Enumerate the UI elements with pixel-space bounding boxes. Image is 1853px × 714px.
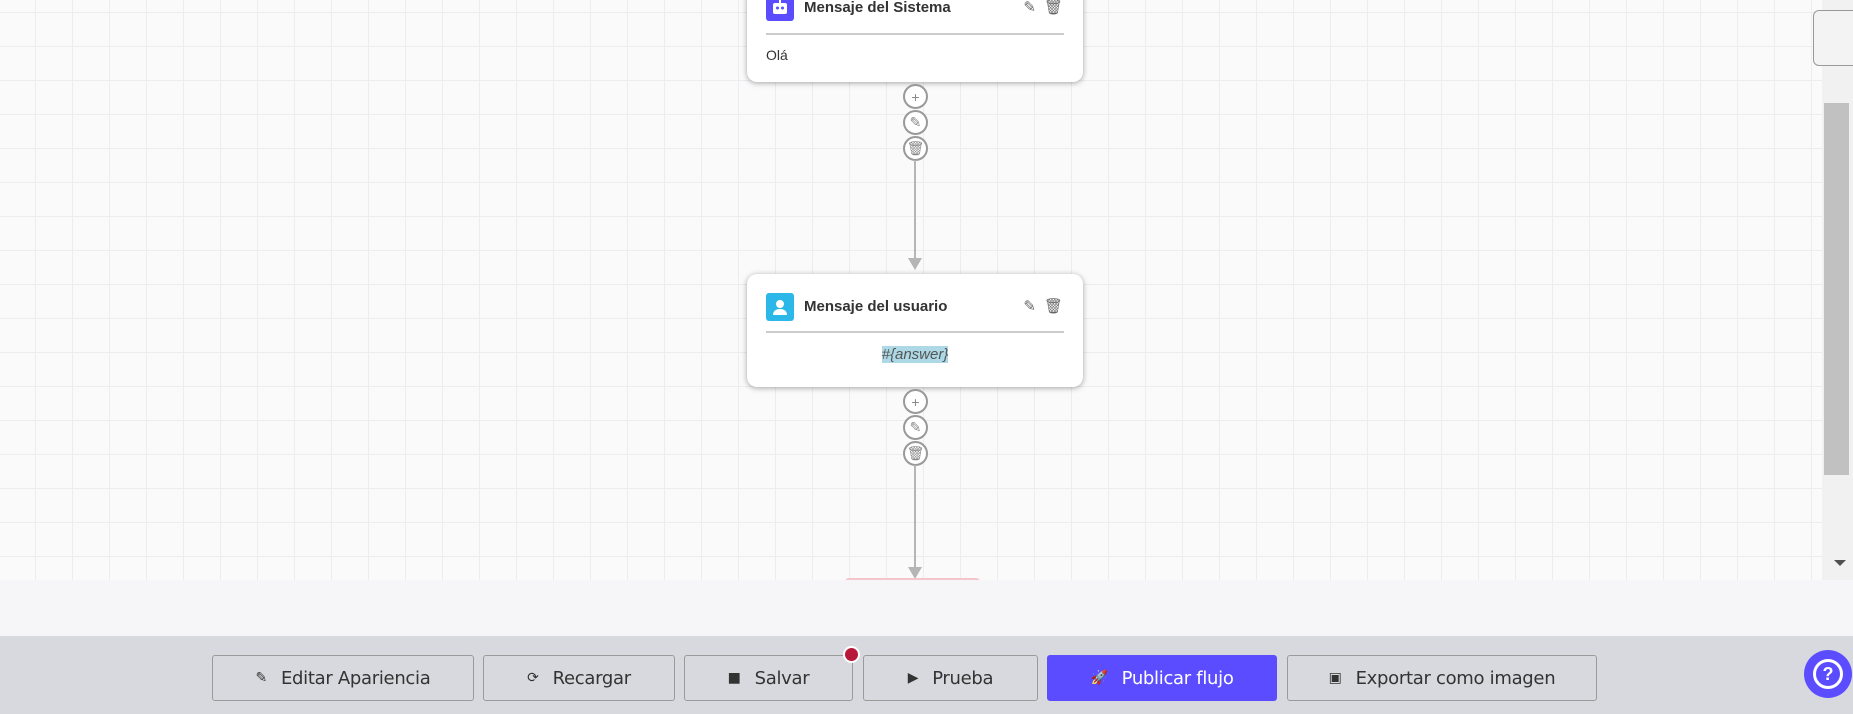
- edit-icon: ✎: [255, 670, 268, 686]
- add-node-button[interactable]: +: [903, 84, 928, 109]
- edit-appearance-button[interactable]: ✎Editar Apariencia: [212, 655, 474, 701]
- side-panel-toggle[interactable]: [1813, 10, 1853, 66]
- node-user-message[interactable]: Mensaje del usuario ✎ 🗑 #{answer}: [747, 274, 1083, 387]
- node-title: Mensaje del Sistema: [804, 0, 951, 16]
- edit-connection-button[interactable]: ✎: [903, 110, 928, 135]
- node-title: Mensaje del usuario: [804, 298, 948, 315]
- image-icon: ▣: [1328, 670, 1342, 686]
- delete-connection-button[interactable]: 🗑: [903, 136, 928, 161]
- arrow-head: [908, 258, 922, 270]
- add-node-button[interactable]: +: [903, 389, 928, 414]
- test-button[interactable]: ▶Prueba: [863, 655, 1038, 701]
- pencil-icon[interactable]: ✎: [1023, 0, 1036, 16]
- question-icon: ?: [1813, 659, 1843, 689]
- publish-flow-button[interactable]: 🚀Publicar flujo: [1047, 655, 1277, 701]
- scrollbar-thumb[interactable]: [1824, 103, 1849, 475]
- export-image-button[interactable]: ▣Exportar como imagen: [1287, 655, 1597, 701]
- node-body: #{answer}: [881, 346, 949, 363]
- trash-icon[interactable]: 🗑: [1043, 298, 1063, 315]
- vertical-scrollbar[interactable]: [1822, 0, 1853, 580]
- connector-line: [914, 465, 916, 568]
- node-system-message[interactable]: Mensaje del Sistema ✎ 🗑 Olá: [747, 0, 1083, 82]
- scroll-down-arrow[interactable]: [1834, 560, 1846, 566]
- divider: [766, 33, 1064, 35]
- bottom-toolbar: ✎Editar Apariencia ⟳Recargar ■Salvar ▶Pr…: [0, 636, 1853, 714]
- unsaved-indicator: [843, 646, 860, 663]
- robot-icon: [766, 0, 794, 21]
- save-button[interactable]: ■Salvar: [684, 655, 853, 701]
- pencil-icon[interactable]: ✎: [1023, 298, 1036, 315]
- help-button[interactable]: ?: [1804, 650, 1852, 698]
- delete-connection-button[interactable]: 🗑: [903, 441, 928, 466]
- next-node-edge: [845, 578, 980, 580]
- flow-canvas[interactable]: Mensaje del Sistema ✎🗑 Olá + ✎ 🗑 Mensaje…: [0, 0, 1822, 580]
- refresh-icon: ⟳: [527, 670, 539, 686]
- edit-connection-button[interactable]: ✎: [903, 415, 928, 440]
- rocket-icon: 🚀: [1090, 670, 1108, 686]
- divider: [766, 331, 1064, 333]
- play-icon: ▶: [907, 670, 919, 686]
- reload-button[interactable]: ⟳Recargar: [483, 655, 675, 701]
- connector-line: [914, 160, 916, 258]
- arrow-head: [908, 567, 922, 579]
- trash-icon[interactable]: 🗑: [1043, 0, 1063, 16]
- save-icon: ■: [727, 670, 741, 686]
- user-icon: [766, 293, 794, 321]
- node-body: Olá: [766, 47, 788, 63]
